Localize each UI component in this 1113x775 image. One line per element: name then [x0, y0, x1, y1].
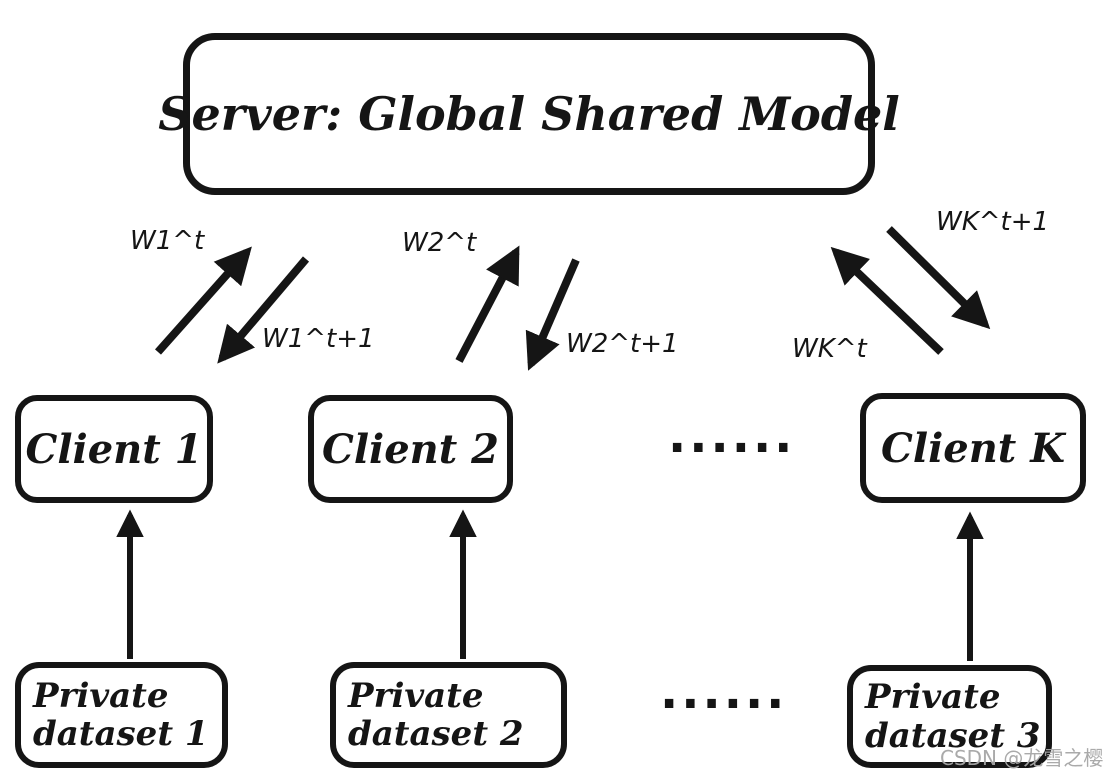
client2-upload-label: W2^t: [402, 228, 477, 258]
dataset-3-label-line1: Private: [865, 677, 1001, 718]
private-dataset-3-box: Private dataset 3: [847, 665, 1052, 768]
client-k-box: Client K: [860, 393, 1086, 503]
private-dataset-1-box: Private dataset 1: [15, 662, 228, 768]
clientK-download-arrow: [886, 226, 991, 330]
private-dataset-2-box: Private dataset 2: [330, 662, 567, 768]
client-1-label: Client 1: [25, 425, 203, 473]
dataset-3-label-line2: dataset 3: [865, 715, 1041, 756]
client-k-label: Client K: [881, 424, 1065, 472]
clientK-upload-label: WK^t: [792, 334, 867, 364]
dataset-2-label-line1: Private: [348, 675, 484, 716]
datasets-ellipsis: ......: [660, 664, 788, 720]
client-2-box: Client 2: [308, 395, 513, 503]
client1-download-label: W1^t+1: [262, 324, 375, 354]
dataset-1-label-line2: dataset 1: [33, 714, 209, 754]
client-1-box: Client 1: [15, 395, 213, 503]
dataset-1-label-line1: Private: [33, 675, 169, 716]
server-box: Server: Global Shared Model: [158, 33, 900, 195]
clients-ellipsis: ......: [668, 408, 796, 464]
client2-download-label: W2^t+1: [566, 329, 679, 359]
client2-upload-arrow: [455, 245, 520, 363]
client1-upload-arrow: [155, 246, 252, 355]
csdn-watermark: CSDN @龙雪之樱: [940, 746, 1104, 770]
clientK-download-label: WK^t+1: [936, 207, 1050, 237]
client-2-label: Client 2: [322, 425, 499, 473]
server-label: Server: Global Shared Model: [158, 87, 900, 141]
dataset-2-label-line2: dataset 2: [348, 714, 524, 754]
client1-upload-label: W1^t: [130, 226, 205, 256]
